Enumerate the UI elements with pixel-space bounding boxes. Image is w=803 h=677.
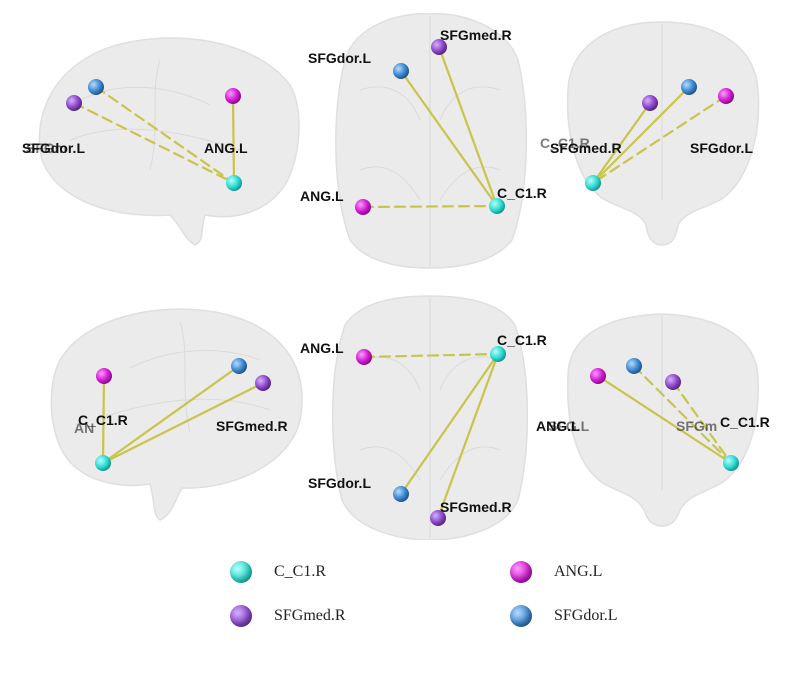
node-c-c1 bbox=[226, 175, 242, 191]
edge-ang-c1 bbox=[596, 374, 733, 465]
label-sfgmed: SFGmed.R bbox=[550, 140, 622, 156]
node-sfgdor bbox=[681, 79, 697, 95]
node-sfgdor bbox=[393, 486, 409, 502]
legend-label: SFGmed.R bbox=[274, 607, 346, 624]
node-ang bbox=[96, 368, 112, 384]
label-c-c1: C_C1.R bbox=[497, 185, 547, 201]
node-c-c1 bbox=[585, 175, 601, 191]
panel-bottom-middle: ANG.L C_C1.R SFGdor.L SFGmed.R bbox=[300, 295, 547, 540]
panel-top-left: SFGdor.L SFGm ANG.L bbox=[22, 37, 300, 246]
label-sfgmed-ghost: SFGm bbox=[26, 140, 67, 156]
node-sfgmed bbox=[665, 374, 681, 390]
legend-item-sfgdor: SFGdor.L bbox=[510, 605, 618, 627]
panel-bottom-left: C_C1.R AN SFGmed.R bbox=[50, 308, 303, 521]
node-c-c1 bbox=[490, 346, 506, 362]
edge-sfgmed-c1 bbox=[591, 101, 652, 185]
edge-sfgdor-c1 bbox=[632, 364, 733, 465]
label-sfgmed: SFGmed.R bbox=[440, 27, 512, 43]
edge-sfgmed-c1 bbox=[671, 380, 733, 465]
edge-sfgdor-c1 bbox=[94, 85, 236, 185]
label-ang: ANG.L bbox=[204, 140, 248, 156]
edge-sfgmed-c1 bbox=[72, 101, 236, 185]
node-sfgdor bbox=[626, 358, 642, 374]
node-ang bbox=[718, 88, 734, 104]
label-c-c1: C_C1.R bbox=[497, 332, 547, 348]
node-sfgmed bbox=[66, 95, 82, 111]
edge-sfgmed-c1 bbox=[437, 45, 499, 208]
node-sfgdor bbox=[231, 358, 247, 374]
node-sfgdor bbox=[393, 63, 409, 79]
panel-bottom-right: ANG.L SFG.L SFGm C_C1.R bbox=[536, 313, 770, 527]
node-sfgmed bbox=[642, 95, 658, 111]
label-ang-ghost: AN bbox=[74, 420, 94, 436]
legend-item-c-c1: C_C1.R bbox=[230, 561, 326, 583]
edge-sfgdor-c1 bbox=[399, 69, 499, 208]
brain-coronal-outline bbox=[567, 313, 759, 527]
edge-sfgmed-c1 bbox=[101, 381, 265, 465]
label-c-c1: C_C1.R bbox=[78, 412, 128, 428]
edge-sfgdor-c1 bbox=[101, 364, 241, 465]
label-ang: ANG.L bbox=[300, 188, 344, 204]
panel-top-middle: SFGdor.L SFGmed.R ANG.L C_C1.R bbox=[300, 13, 547, 269]
node-c-c1 bbox=[723, 455, 739, 471]
label-sfgmed: SFGmed.R bbox=[216, 418, 288, 434]
node-ang bbox=[355, 199, 371, 215]
legend-label: ANG.L bbox=[554, 563, 603, 580]
label-sfgdor: SFGdor.L bbox=[308, 475, 371, 491]
label-c-c1: C_C1.R bbox=[540, 135, 590, 151]
legend-label: C_C1.R bbox=[274, 563, 327, 580]
edge-ang-c1 bbox=[101, 374, 106, 465]
edge-ang-c1 bbox=[591, 94, 728, 185]
node-ang bbox=[225, 88, 241, 104]
legend: C_C1.R ANG.L SFGmed.R SFGdor.L bbox=[0, 545, 803, 665]
label-sfgmed-ghost: SFGm bbox=[676, 418, 717, 434]
label-sfgdor: SFGdor.L bbox=[690, 140, 753, 156]
legend-label: SFGdor.L bbox=[554, 607, 618, 624]
label-sfgdor-ghost: SFG.L bbox=[548, 418, 590, 434]
panel-top-right: C_C1.R SFGmed.R SFGdor.L bbox=[540, 21, 760, 246]
brain-coronal-outline bbox=[566, 21, 760, 246]
node-ang bbox=[356, 349, 372, 365]
edge-sfgdor-c1 bbox=[399, 352, 500, 496]
legend-item-ang: ANG.L bbox=[510, 561, 602, 583]
label-ang: ANG.L bbox=[536, 418, 580, 434]
node-sfgmed bbox=[430, 510, 446, 526]
edge-sfgdor-c1 bbox=[591, 85, 691, 185]
node-c-c1 bbox=[489, 198, 505, 214]
label-sfgdor: SFGdor.L bbox=[308, 50, 371, 66]
legend-item-sfgmed: SFGmed.R bbox=[230, 605, 346, 627]
ang-dot-icon bbox=[510, 561, 532, 583]
edge-ang-c1 bbox=[362, 352, 500, 359]
node-c-c1 bbox=[95, 455, 111, 471]
node-sfgmed bbox=[255, 375, 271, 391]
edge-ang-c1 bbox=[231, 94, 236, 185]
label-sfgdor: SFGdor.L bbox=[22, 140, 85, 156]
c-c1-dot-icon bbox=[230, 561, 252, 583]
label-sfgmed: SFGmed.R bbox=[440, 499, 512, 515]
sfgmed-dot-icon bbox=[230, 605, 252, 627]
sfgdor-dot-icon bbox=[510, 605, 532, 627]
node-sfgmed bbox=[431, 39, 447, 55]
label-c-c1: C_C1.R bbox=[720, 414, 770, 430]
edge-sfgmed-c1 bbox=[436, 352, 500, 520]
brain-connectivity-figure: SFGdor.L SFGm ANG.L SFGdor.L SFGmed.R AN… bbox=[22, 13, 770, 540]
node-sfgdor bbox=[88, 79, 104, 95]
edge-ang-c1 bbox=[361, 204, 499, 209]
label-ang: ANG.L bbox=[300, 340, 344, 356]
brain-axial-outline bbox=[335, 13, 528, 269]
node-ang bbox=[590, 368, 606, 384]
